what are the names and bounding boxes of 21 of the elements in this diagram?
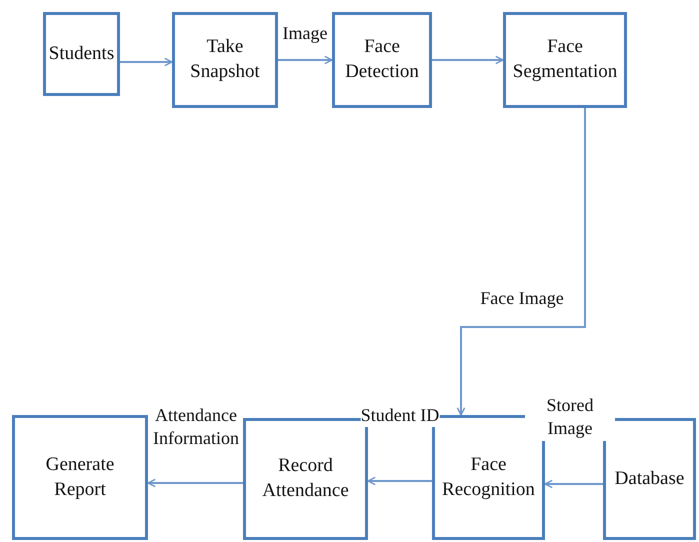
box-label: Generate Report <box>44 452 116 502</box>
box-label: Take Snapshot <box>189 35 261 84</box>
box-label: Database <box>614 466 686 491</box>
box-label: Face Recognition <box>441 452 536 502</box>
arrow <box>278 56 333 64</box>
box-label: Record Attendance <box>261 454 350 503</box>
arrow <box>147 478 243 488</box>
arrow <box>432 56 504 64</box>
process-box <box>603 418 696 540</box>
process-box <box>43 12 120 96</box>
box-label: Face Detection <box>344 35 420 84</box>
process-box <box>503 12 627 108</box>
arrow <box>367 476 432 486</box>
process-box <box>172 12 278 108</box>
box-label: Students <box>48 42 116 66</box>
arrow <box>120 58 173 66</box>
arrow <box>456 108 586 416</box>
arrow <box>544 480 603 488</box>
process-box <box>332 12 432 108</box>
box-label: Face Segmentation <box>512 35 618 84</box>
process-box <box>12 415 148 540</box>
